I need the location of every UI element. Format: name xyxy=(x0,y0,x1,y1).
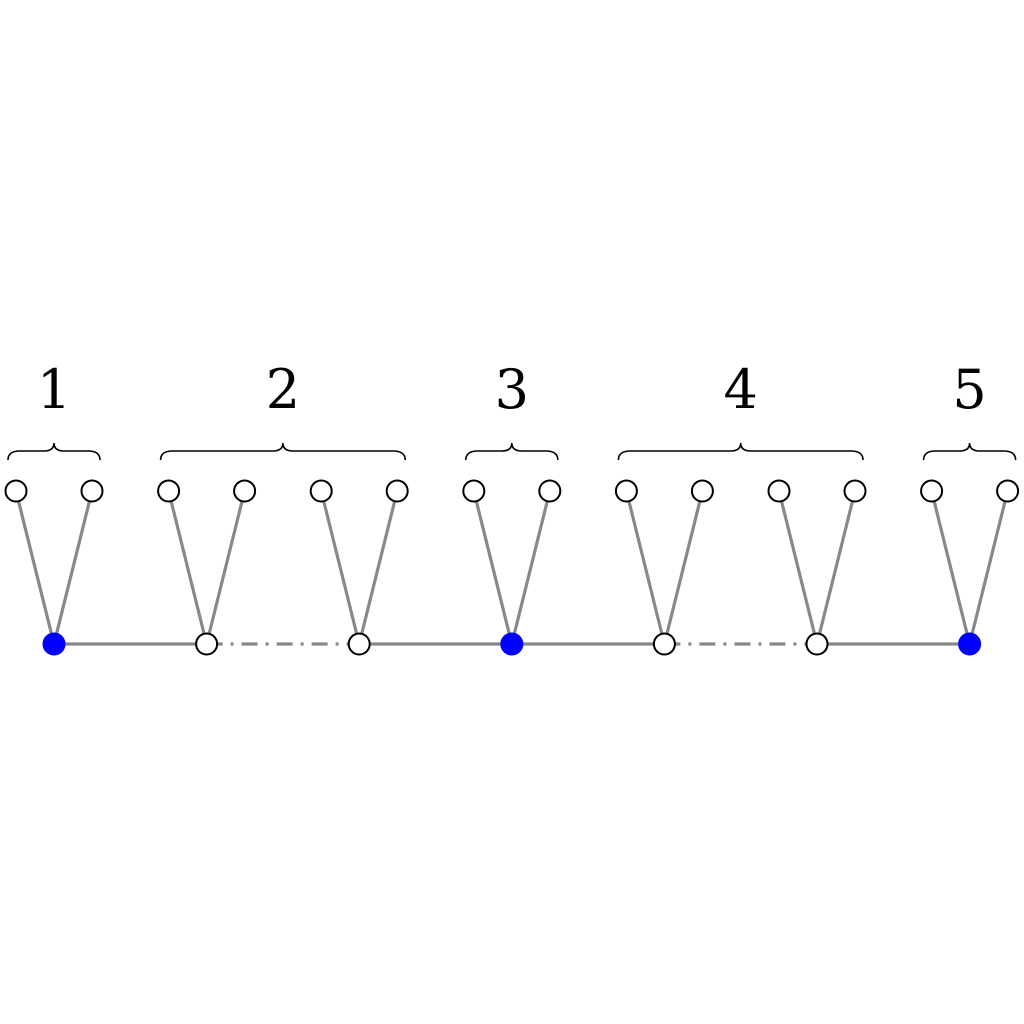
spine-node xyxy=(195,632,219,656)
leaf-edge xyxy=(815,490,857,645)
leaf-edge xyxy=(472,490,514,645)
highlight-spine-node xyxy=(42,632,66,656)
leaf-edge xyxy=(14,490,56,645)
leaf-edge xyxy=(968,490,1010,645)
leaf-node xyxy=(996,479,1020,503)
leaf-node xyxy=(233,479,257,503)
braces-layer xyxy=(7,442,1017,461)
labels-layer: 1 2 3 4 5 xyxy=(37,358,987,421)
group-brace xyxy=(617,442,864,461)
leaf-edge xyxy=(510,490,552,645)
leaf-node xyxy=(157,479,181,503)
spine-node xyxy=(805,632,829,656)
leaf-node xyxy=(462,479,486,503)
leaf-node xyxy=(690,479,714,503)
leaf-edge xyxy=(205,490,247,645)
leaf-edge xyxy=(777,490,819,645)
group-brace xyxy=(7,442,101,461)
leaf-node xyxy=(4,479,28,503)
leaf-edge xyxy=(167,490,209,645)
group-brace xyxy=(465,442,559,461)
highlight-spine-node xyxy=(500,632,524,656)
leaf-node xyxy=(385,479,409,503)
highlight-spine-node xyxy=(958,632,982,656)
spine-node xyxy=(347,632,371,656)
leaf-edge xyxy=(52,490,94,645)
nodes-layer xyxy=(4,479,1020,656)
group-brace xyxy=(922,442,1017,461)
leaf-edge xyxy=(662,490,704,645)
leaf-edge xyxy=(357,490,399,645)
spine-node xyxy=(652,632,676,656)
leaf-edge xyxy=(319,490,361,645)
group-label: 4 xyxy=(724,358,758,421)
leaf-node xyxy=(767,479,791,503)
leaf-node xyxy=(614,479,638,503)
leaf-node xyxy=(538,479,562,503)
leaf-node xyxy=(843,479,867,503)
leaf-node xyxy=(920,479,944,503)
group-label: 3 xyxy=(495,358,529,421)
group-label: 5 xyxy=(952,358,986,421)
edges-layer xyxy=(14,490,1010,646)
group-label: 1 xyxy=(37,358,71,421)
leaf-edge xyxy=(930,490,972,645)
leaf-edge xyxy=(624,490,666,645)
leaf-node xyxy=(309,479,333,503)
group-label: 2 xyxy=(266,358,300,421)
group-brace xyxy=(159,442,406,461)
leaf-node xyxy=(80,479,104,503)
